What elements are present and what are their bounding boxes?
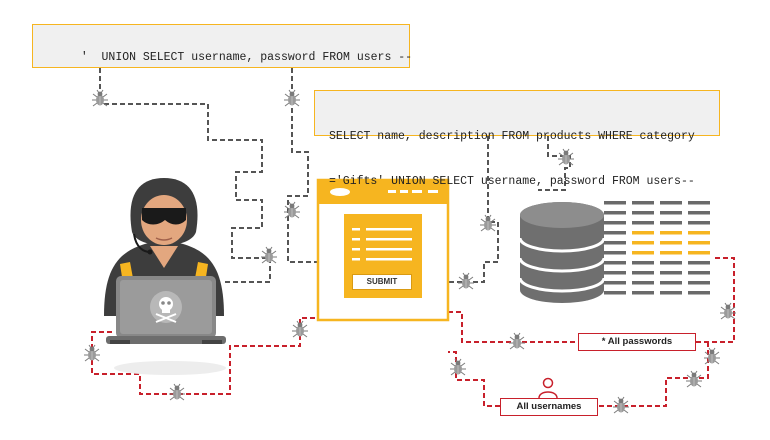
usernames-result-tag: All usernames [500, 398, 598, 416]
table-cell [604, 271, 626, 275]
injection-payload-text: ' UNION SELECT username, password FROM u… [80, 51, 413, 64]
table-cell [632, 271, 654, 275]
table-cell [688, 231, 710, 235]
bug-icon [83, 344, 101, 362]
table-cell [632, 251, 654, 255]
injection-payload-box: ' UNION SELECT username, password FROM u… [32, 24, 413, 68]
table-cell [632, 291, 654, 295]
laptop [106, 276, 226, 344]
table-cell [660, 201, 682, 205]
table-cell [604, 261, 626, 265]
table-cell [688, 241, 710, 245]
table-cell [688, 271, 710, 275]
table-cell [632, 261, 654, 265]
bug-icon [168, 383, 186, 401]
bug-icon [449, 358, 467, 376]
table-cell [632, 221, 654, 225]
table-cell [632, 231, 654, 235]
table-cell [632, 241, 654, 245]
table-cell [660, 231, 682, 235]
table-icon [604, 201, 710, 295]
passwords-result-tag: * All passwords [578, 333, 696, 351]
submit-button[interactable]: SUBMIT [352, 274, 412, 290]
table-cell [688, 201, 710, 205]
table-cell [604, 281, 626, 285]
table-cell [604, 231, 626, 235]
database-icon [518, 202, 606, 303]
table-cell [660, 241, 682, 245]
full-query-line-2: ='Gifts' UNION SELECT username, password… [329, 175, 695, 188]
table-cell [688, 291, 710, 295]
table-cell [660, 251, 682, 255]
table-cell [688, 251, 710, 255]
table-cell [688, 211, 710, 215]
table-cell [660, 291, 682, 295]
table-cell [632, 201, 654, 205]
skull-icon [150, 291, 182, 323]
table-cell [632, 281, 654, 285]
table-cell [604, 241, 626, 245]
full-query-line-1: SELECT name, description FROM products W… [329, 130, 695, 143]
table-cell [604, 291, 626, 295]
table-cell [604, 211, 626, 215]
table-cell [632, 211, 654, 215]
table-cell [660, 271, 682, 275]
table-cell [688, 261, 710, 265]
bug-icon [703, 347, 721, 365]
web-form-icon [316, 178, 450, 322]
bug-icon [283, 89, 301, 107]
table-cell [660, 281, 682, 285]
table-cell [660, 221, 682, 225]
bug-icon [260, 246, 278, 264]
bug-icon [283, 201, 301, 219]
bug-icon [291, 320, 309, 338]
table-cell [660, 211, 682, 215]
table-cell [604, 221, 626, 225]
gray-wires [99, 68, 571, 283]
table-cell [604, 251, 626, 255]
table-cell [604, 201, 626, 205]
table-cell [660, 261, 682, 265]
user-icon [538, 377, 558, 399]
table-cell [688, 221, 710, 225]
table-cell [688, 281, 710, 285]
full-query-box: SELECT name, description FROM products W… [314, 90, 720, 188]
